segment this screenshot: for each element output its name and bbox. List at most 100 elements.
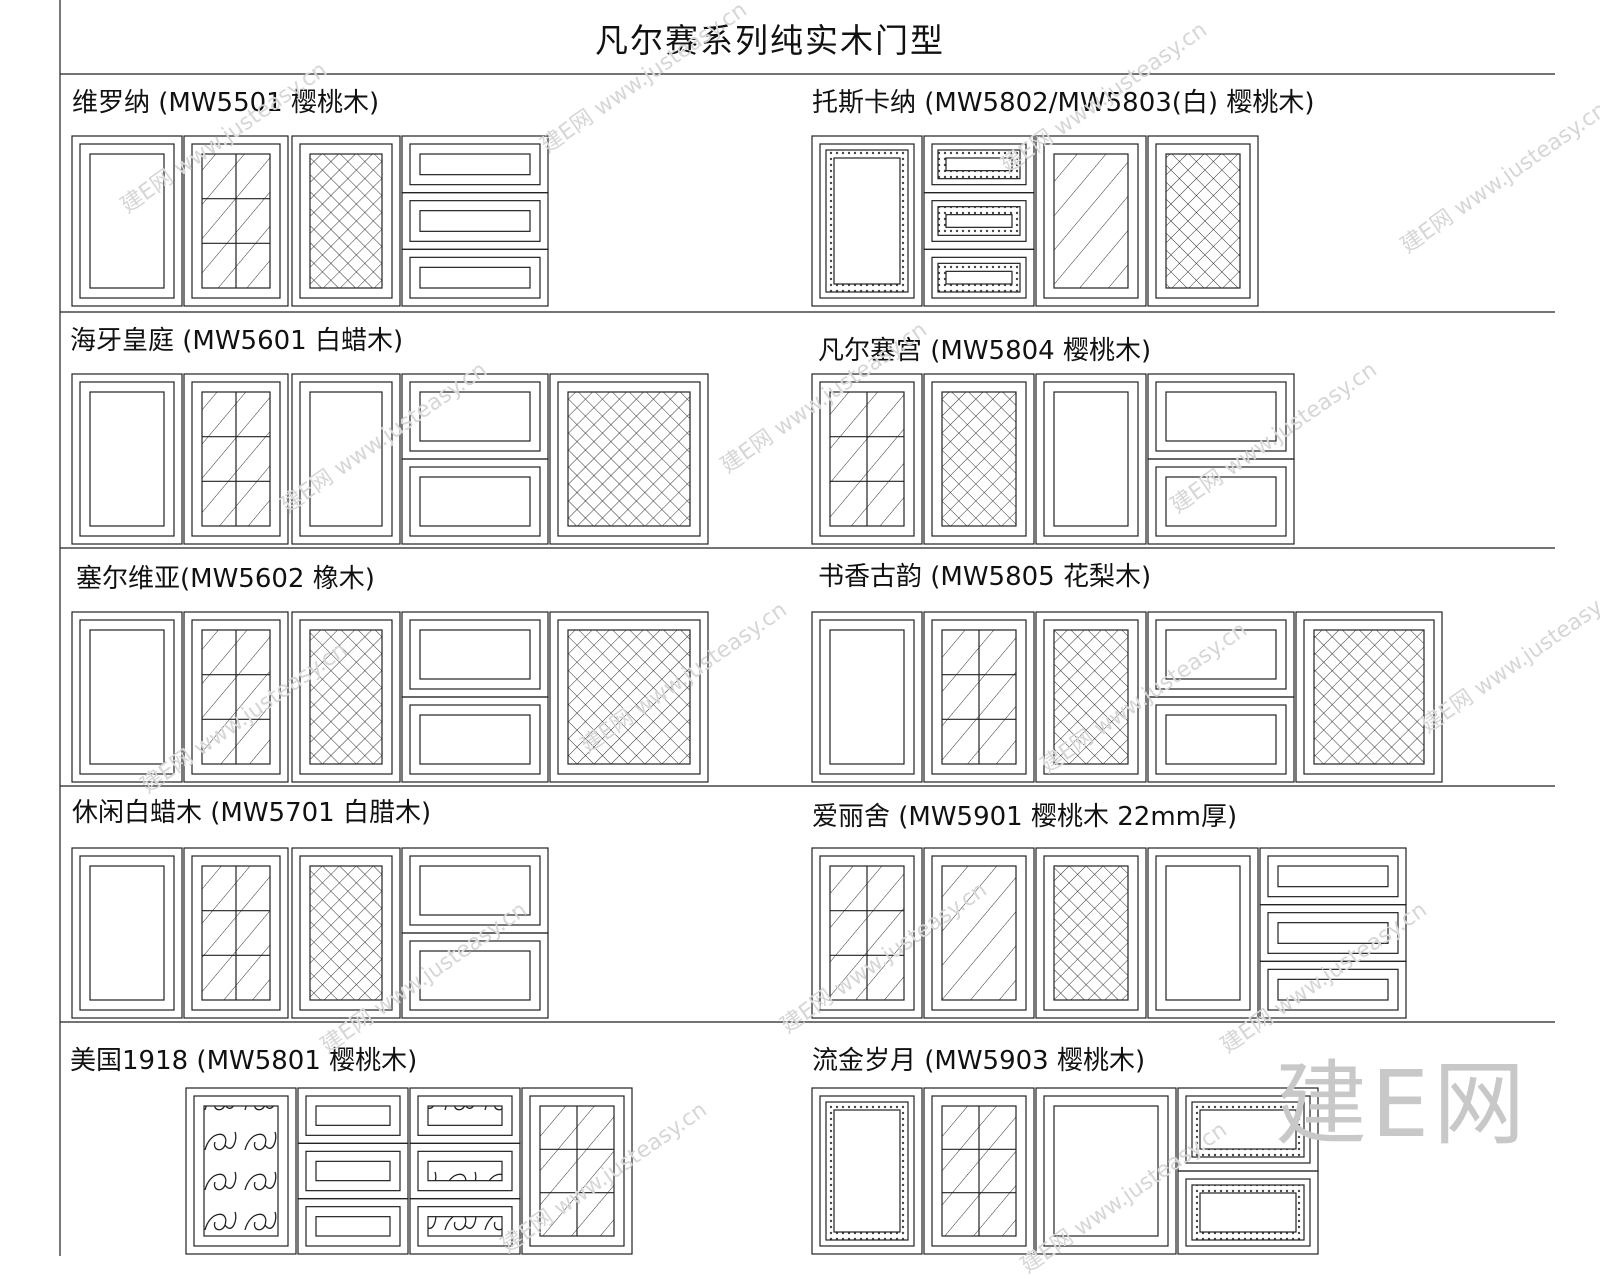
door-rail: [191, 619, 281, 775]
door-rail: [1267, 855, 1399, 898]
raised-panel: [419, 476, 531, 527]
door-rail: [1043, 855, 1139, 1011]
door-rail: [417, 1095, 513, 1136]
raised-panel: [1053, 391, 1129, 527]
label-saierweiya: 塞尔维亚(MW5602 橡木): [76, 564, 375, 594]
raised-panel: [419, 865, 531, 916]
door-frame: [1295, 611, 1443, 783]
raised-panel: [419, 210, 531, 232]
door-rail: [1185, 1178, 1311, 1247]
raised-panel: [419, 950, 531, 1001]
door-rail: [557, 381, 701, 537]
door-frame: [923, 373, 1035, 545]
raised-panel: [1165, 865, 1241, 1001]
door-rail: [409, 855, 541, 926]
door-rail: [1155, 855, 1251, 1011]
raised-panel: [419, 714, 531, 765]
door-frame: [401, 611, 549, 698]
door-frame: [1035, 847, 1147, 1019]
door-rail: [1043, 1095, 1169, 1247]
door-frame: [291, 373, 401, 545]
raised-panel: [1165, 714, 1277, 765]
label-fanersai: 凡尔塞宫 (MW5804 樱桃木): [818, 336, 1152, 366]
door-rail: [193, 1095, 289, 1247]
door-frame: [1147, 458, 1295, 545]
door-rail: [409, 466, 541, 537]
door-rail: [819, 855, 915, 1011]
door-frame: [291, 611, 401, 783]
label-ailishe: 爱丽舍 (MW5901 樱桃木 22mm厚): [812, 802, 1238, 832]
door-rail: [1155, 466, 1287, 537]
carved-panel: [427, 1216, 503, 1237]
label-shuxiang: 书香古韵 (MW5805 花梨木): [818, 562, 1152, 592]
door-frame: [183, 847, 289, 1019]
door-frame: [71, 847, 183, 1019]
door-frame: [549, 611, 709, 783]
carved-panel: [427, 1105, 503, 1126]
lattice-panel: [1313, 629, 1425, 765]
raised-panel: [309, 391, 383, 527]
lattice-panel: [941, 391, 1017, 527]
lattice-panel: [1053, 865, 1129, 1001]
door-rail: [191, 381, 281, 537]
carved-panel: [203, 1105, 279, 1237]
door-rail: [1155, 619, 1287, 690]
door-rail: [1043, 143, 1139, 299]
door-frame: [291, 847, 401, 1019]
raised-panel: [315, 1105, 391, 1126]
raised-panel: [1165, 476, 1277, 527]
raised-panel: [1277, 865, 1389, 888]
door-rail: [191, 143, 281, 299]
raised-panel: [945, 270, 1013, 285]
door-rail: [409, 940, 541, 1011]
door-frame: [923, 847, 1035, 1019]
raised-panel: [1199, 1192, 1297, 1233]
door-rail: [1155, 143, 1251, 299]
label-xiuxian: 休闲白蜡木 (MW5701 白腊木): [72, 798, 432, 828]
door-frame: [1035, 135, 1147, 307]
door-frame: [183, 373, 289, 545]
raised-panel: [1165, 629, 1277, 680]
door-rail: [299, 619, 393, 775]
door-frame: [923, 248, 1035, 307]
door-frame: [1035, 373, 1147, 545]
door-frame: [811, 847, 923, 1019]
door-frame: [1147, 696, 1295, 783]
door-rail: [819, 143, 915, 299]
door-frame: [811, 611, 923, 783]
door-frame: [811, 135, 923, 307]
raised-panel: [833, 1109, 901, 1233]
lattice-panel: [567, 629, 691, 765]
door-rail: [931, 381, 1027, 537]
door-frame: [1147, 135, 1259, 307]
door-rail: [1267, 912, 1399, 954]
door-rail: [529, 1095, 625, 1247]
door-frame: [1035, 1087, 1177, 1255]
door-rail: [1155, 704, 1287, 775]
door-frame: [923, 611, 1035, 783]
lattice-panel: [309, 629, 383, 765]
door-frame: [1147, 847, 1259, 1019]
door-rail: [305, 1150, 401, 1192]
door-rail: [409, 256, 541, 299]
raised-panel: [1053, 1105, 1159, 1237]
door-frame: [401, 696, 549, 783]
door-rail: [409, 704, 541, 775]
door-frame: [1259, 960, 1407, 1019]
raised-panel: [419, 629, 531, 680]
door-rail: [1043, 381, 1139, 537]
raised-panel: [89, 865, 165, 1001]
label-meiguo: 美国1918 (MW5801 樱桃木): [70, 1046, 418, 1076]
door-frame: [291, 135, 401, 307]
door-frame: [409, 1198, 521, 1255]
lattice-panel: [1053, 629, 1129, 765]
raised-panel: [419, 266, 531, 289]
door-rail: [931, 855, 1027, 1011]
door-rail: [931, 143, 1027, 186]
glass-panel: [941, 865, 1017, 1001]
door-rail: [305, 1206, 401, 1247]
door-rail: [79, 619, 175, 775]
door-rail: [299, 855, 393, 1011]
